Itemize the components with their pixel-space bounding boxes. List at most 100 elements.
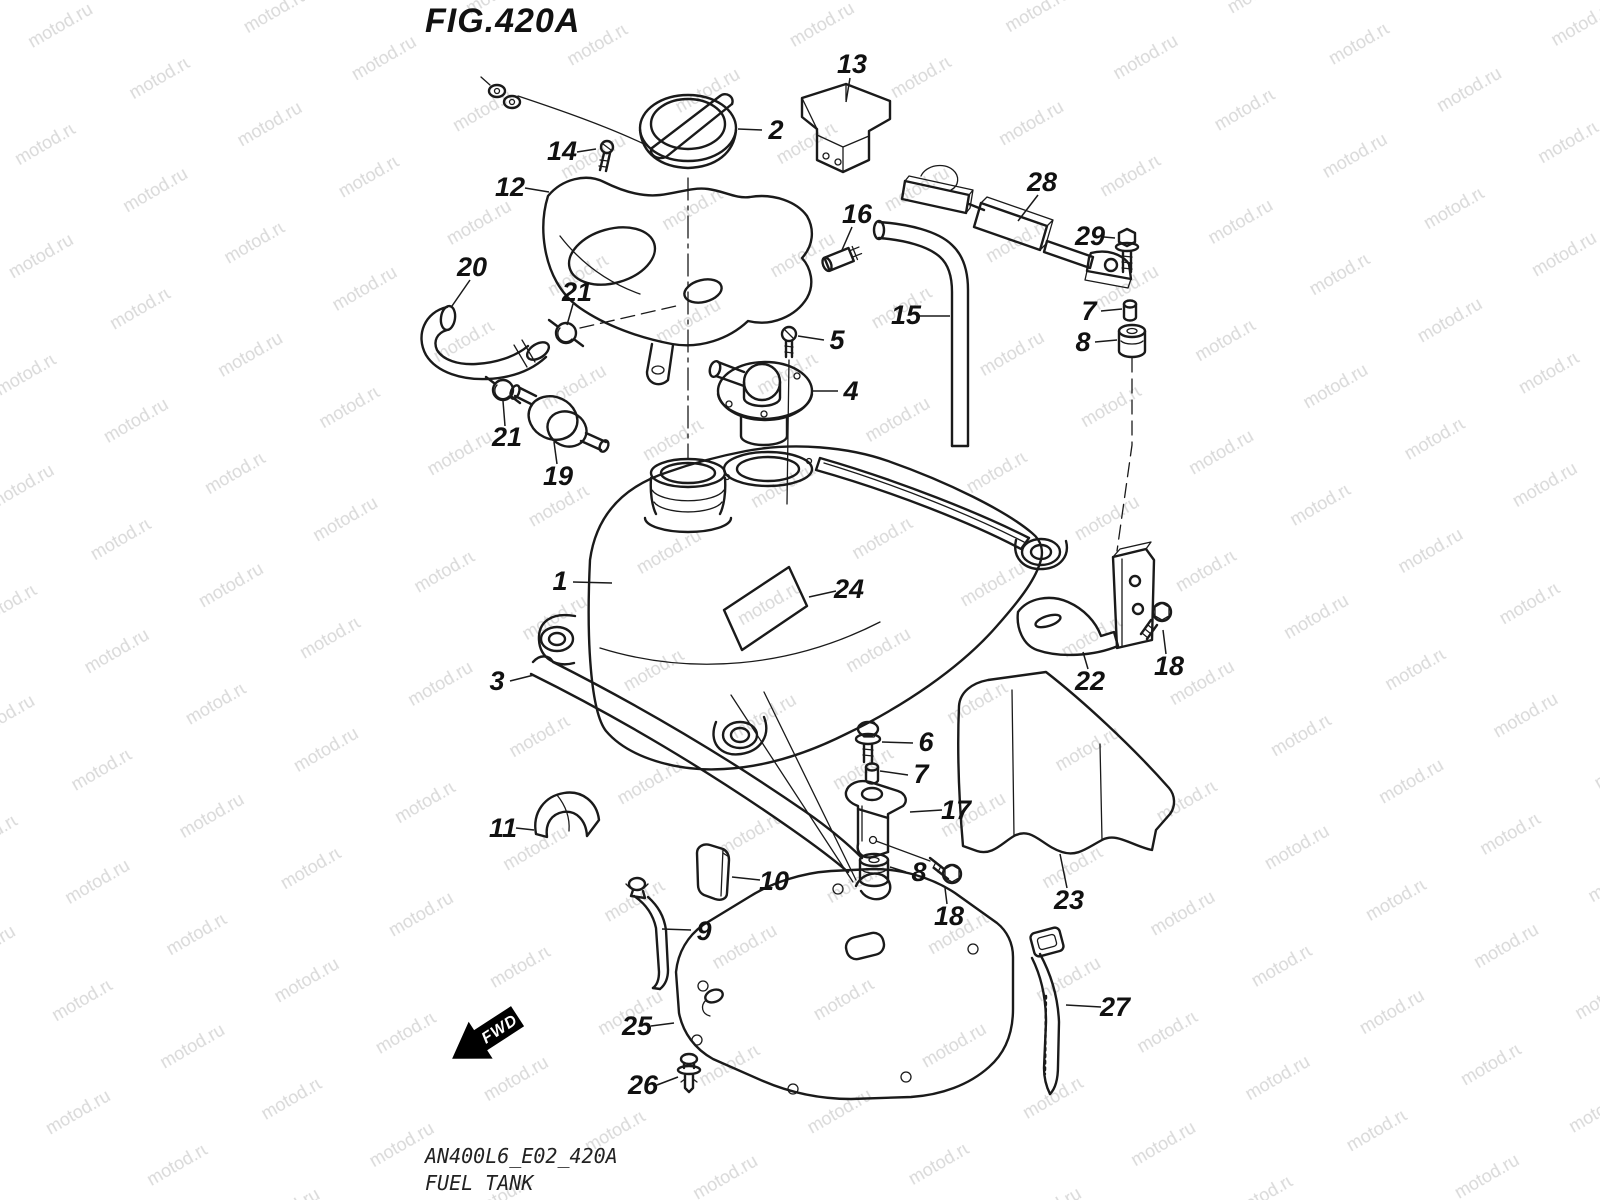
leader-line	[1059, 853, 1068, 889]
leader-line	[1100, 308, 1123, 312]
exploded-diagram	[420, 76, 1176, 1101]
part-bolt-18a	[1139, 601, 1173, 641]
part-clip-26	[676, 1052, 702, 1094]
part-labels-layer: 1234567788910111213141516171818192021212…	[451, 49, 1184, 1100]
part-label: 10	[759, 866, 789, 896]
part-label: 4	[842, 376, 858, 406]
part-label: 8	[1075, 327, 1090, 357]
part-label: 21	[491, 422, 522, 452]
part-label: 3	[489, 666, 504, 696]
part-label: 18	[934, 901, 964, 931]
part-label: 7	[913, 759, 930, 789]
part-label: 5	[829, 325, 845, 355]
leader-line	[661, 928, 692, 931]
assembly-centerline	[579, 305, 677, 329]
leader-line	[841, 226, 853, 251]
assembly-centerline	[1116, 357, 1133, 552]
part-clamp-21a	[547, 318, 585, 348]
fwd-arrow-shape	[452, 1006, 525, 1059]
leader-line	[879, 770, 909, 776]
part-bolt-18b	[928, 856, 963, 885]
part-label: 19	[543, 461, 573, 491]
leader-line	[881, 741, 914, 744]
part-label: 18	[1154, 651, 1184, 681]
part-label: 1	[552, 566, 567, 596]
part-screw-5	[780, 325, 798, 505]
leader-line	[731, 876, 761, 881]
leader-line	[509, 674, 535, 682]
part-grommet-8a	[1117, 323, 1147, 359]
part-fitting-16	[821, 245, 863, 273]
leader-line	[1162, 629, 1167, 655]
part-label: 8	[911, 857, 926, 887]
leader-line	[515, 827, 535, 831]
leader-line	[1082, 651, 1089, 670]
assembly-centerline	[875, 840, 931, 862]
part-fuel-tank	[537, 445, 1069, 771]
leader-line	[845, 77, 851, 103]
part-label: 29	[1074, 221, 1105, 251]
part-cable-tie	[1029, 926, 1065, 1096]
part-label: 11	[489, 813, 517, 843]
part-breather-hose	[420, 304, 551, 381]
leader-line	[656, 1076, 679, 1086]
leader-line	[944, 887, 948, 905]
part-heat-shield	[957, 670, 1176, 855]
leader-line	[566, 303, 574, 326]
part-under-plate	[674, 867, 1015, 1101]
part-label: 21	[561, 277, 592, 307]
figure-title: FIG.420A	[425, 2, 580, 40]
part-label: 27	[1099, 992, 1132, 1022]
part-pad-10	[695, 843, 731, 901]
part-drain-pipe	[872, 219, 970, 448]
part-label: 25	[621, 1011, 653, 1041]
part-tank-trim	[529, 655, 864, 874]
part-fuel-gauge	[708, 359, 814, 447]
leader-line	[502, 400, 506, 427]
part-label: 28	[1026, 167, 1057, 197]
leader-line	[524, 187, 550, 193]
part-label: 20	[456, 252, 487, 282]
footer-model-code: AN400L6_E02_420A	[423, 1144, 618, 1168]
part-label: 2	[767, 115, 783, 145]
footer-figure-name: FUEL TANK	[425, 1171, 535, 1195]
part-label: 13	[837, 49, 867, 79]
part-bolt-6	[854, 720, 882, 764]
part-label: 9	[696, 916, 711, 946]
part-stay-rod-9	[625, 876, 670, 991]
part-label: 7	[1081, 296, 1098, 326]
part-label: 23	[1053, 885, 1084, 915]
part-label: 6	[918, 727, 934, 757]
part-label: 24	[833, 574, 864, 604]
leader-line	[572, 581, 613, 584]
part-cushion-11	[534, 791, 601, 839]
leader-line	[889, 866, 907, 873]
leader-line	[1065, 1004, 1102, 1008]
leader-line	[451, 279, 471, 307]
leader-line	[650, 1022, 675, 1027]
leader-line	[1094, 339, 1118, 343]
part-bracket-13	[800, 82, 892, 174]
leader-line	[1017, 194, 1039, 222]
part-fuel-filter	[509, 384, 610, 453]
part-screw-14	[598, 139, 615, 173]
part-bracket-22	[1016, 541, 1156, 657]
part-tank-cover	[542, 176, 814, 386]
part-label: 14	[547, 136, 577, 166]
leader-line	[909, 809, 943, 813]
leader-line	[808, 590, 837, 598]
part-label: 12	[495, 172, 525, 202]
leader-line	[1103, 236, 1116, 239]
part-label: 15	[891, 300, 922, 330]
part-bolt-29	[1114, 227, 1140, 274]
part-fuel-cap	[480, 76, 738, 170]
leader-line	[553, 441, 558, 465]
leader-line	[737, 128, 763, 131]
part-label: 17	[941, 795, 973, 825]
leader-line	[576, 148, 597, 153]
part-label: 22	[1074, 666, 1105, 696]
part-spacer-7a	[1122, 299, 1138, 322]
part-label: 16	[842, 199, 873, 229]
